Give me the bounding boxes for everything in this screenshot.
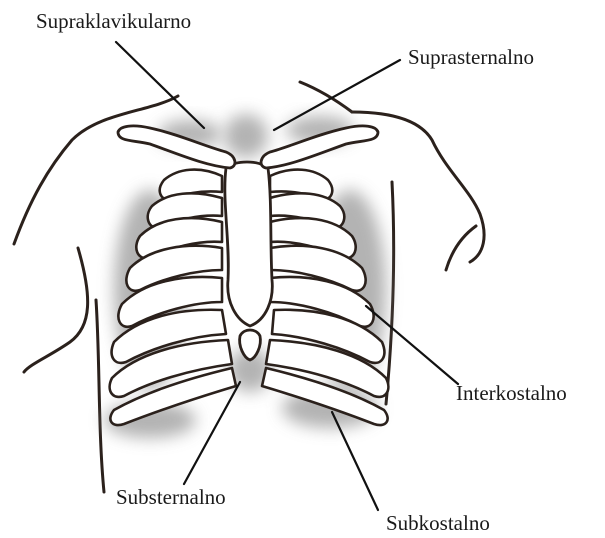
right-arm-fold-line (446, 226, 476, 270)
right-shoulder-line (300, 82, 352, 112)
right-flank-line (386, 182, 394, 404)
left-rib-cage (110, 170, 236, 425)
suprasternal-shade (224, 114, 268, 158)
label-supraclavicular: Supraklavikularno (36, 9, 191, 33)
left-arm-inner-line (24, 248, 88, 372)
sternum (225, 162, 272, 360)
label-suprasternal: Suprasternalno (408, 45, 534, 69)
left-flank-line (96, 300, 104, 492)
label-substernal: Substernalno (116, 485, 226, 509)
leader-supraclavicular (116, 42, 204, 128)
sternum-body (225, 162, 272, 326)
label-intercostal: Interkostalno (456, 381, 567, 405)
leader-subcostal (332, 412, 378, 510)
label-subcostal: Subkostalno (386, 511, 490, 535)
